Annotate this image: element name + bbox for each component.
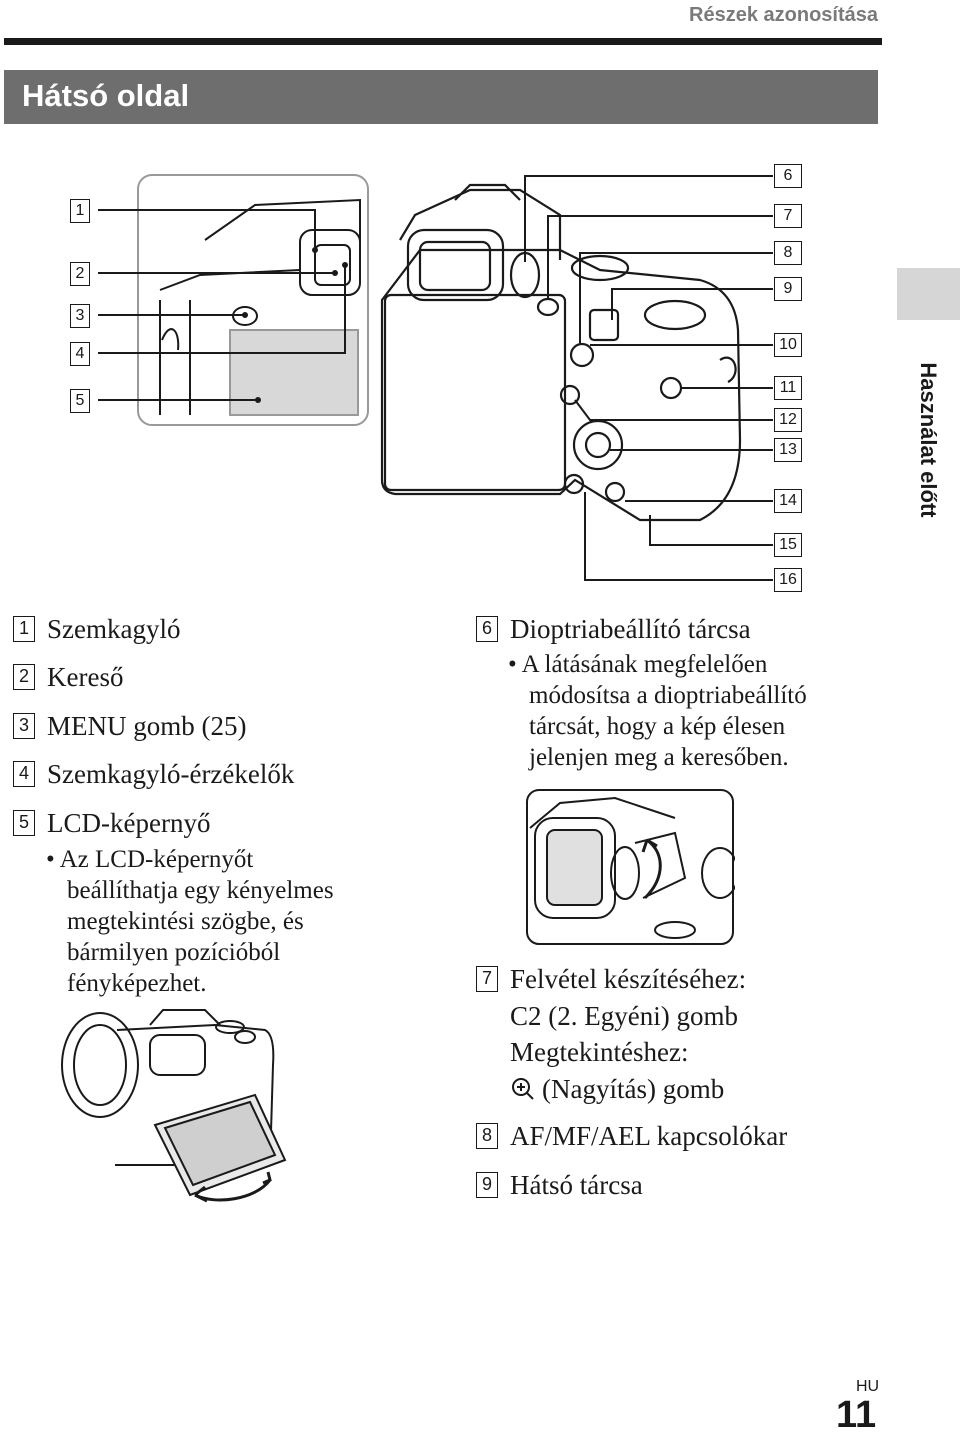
callout-6: 6 [774, 164, 802, 188]
page-number: 11 [836, 1394, 877, 1436]
list-item: 9 Hátsó tárcsa [476, 1170, 643, 1200]
item-label: MENU gomb (25) [47, 711, 247, 741]
list-item: 3 MENU gomb (25) [13, 711, 246, 741]
item-label: LCD-képernyő [47, 808, 211, 838]
callout-11: 11 [774, 376, 802, 400]
item-label: Kereső [47, 662, 124, 692]
running-header: Részek azonosítása [689, 4, 878, 26]
diopter-note: • A látásának megfelelően módosítsa a di… [508, 651, 807, 771]
item-label: AF/MF/AEL kapcsolókar [510, 1121, 788, 1151]
side-tab [897, 268, 960, 320]
callout-5: 5 [70, 389, 90, 413]
item-label: Szemkagyló [47, 614, 181, 644]
section-title: Hátsó oldal [22, 78, 190, 113]
list-item: 5 LCD-képernyő [13, 808, 210, 838]
callout-16: 16 [774, 568, 802, 592]
callout-2: 2 [70, 262, 90, 286]
lcd-note: • Az LCD-képernyőt beállíthatja egy kény… [46, 846, 334, 997]
zoom-in-icon [512, 1077, 534, 1100]
callout-13: 13 [774, 438, 802, 462]
diopter-dial-illustration [526, 789, 735, 945]
list-item: 1 Szemkagyló [13, 614, 180, 644]
callout-3: 3 [70, 304, 90, 328]
callout-8: 8 [774, 241, 802, 265]
tilting-lcd-illustration [61, 1009, 287, 1203]
list-item: 8 AF/MF/AEL kapcsolókar [476, 1121, 787, 1151]
callout-12: 12 [774, 408, 802, 432]
item-label: Szemkagyló-érzékelők [47, 759, 295, 789]
section-title-bar: Hátsó oldal [4, 70, 878, 124]
header-rule [4, 38, 882, 45]
callout-7: 7 [774, 204, 802, 228]
item-label: Dioptriabeállító tárcsa [510, 614, 751, 644]
callout-4: 4 [70, 342, 90, 366]
callout-1: 1 [70, 199, 90, 223]
list-item: 4 Szemkagyló-érzékelők [13, 759, 294, 789]
item-label: Hátsó tárcsa [510, 1170, 643, 1200]
callout-10: 10 [774, 333, 802, 357]
callout-14: 14 [774, 489, 802, 513]
list-item: 2 Kereső [13, 662, 123, 692]
language-code: HU [856, 1378, 880, 1395]
callout-15: 15 [774, 533, 802, 557]
callout-9: 9 [774, 277, 802, 301]
list-item: 7 Felvétel készítéséhez: C2 (2. Egyéni) … [476, 964, 746, 1107]
item-label: Felvétel készítéséhez: [510, 964, 747, 994]
list-item: 6 Dioptriabeállító tárcsa [476, 614, 751, 644]
